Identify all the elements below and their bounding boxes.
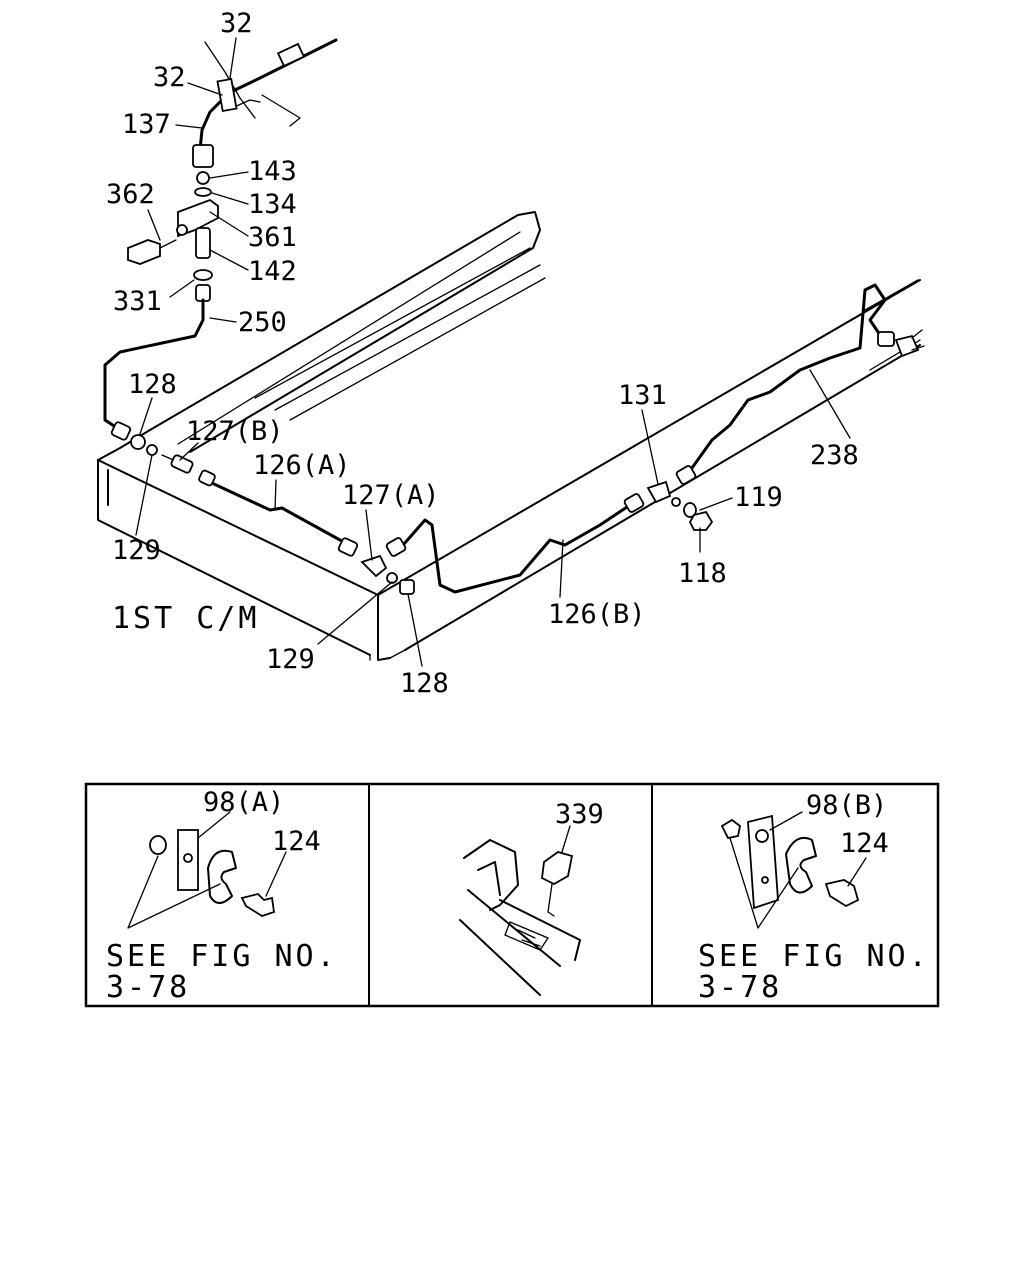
plate-98b-hole-small <box>761 876 769 884</box>
label-124-right: 124 <box>840 828 889 859</box>
pipe-126b <box>402 503 632 594</box>
inset-middle-drawing: 339 <box>459 799 604 996</box>
washer-129b <box>386 572 398 584</box>
caption-1st-cm: 1ST C/M <box>112 601 259 636</box>
pipe-250 <box>103 298 205 432</box>
connector-142 <box>195 227 211 259</box>
bolt-124-left <box>240 893 275 917</box>
label-118: 118 <box>678 558 727 589</box>
nut-128b <box>399 579 415 595</box>
hose-clamp <box>216 77 238 113</box>
label-128-lower: 128 <box>400 668 449 699</box>
frame-rail-drawing <box>97 211 921 661</box>
clip-inset-right <box>785 836 817 894</box>
washer-331 <box>193 269 213 281</box>
label-362: 362 <box>106 179 155 210</box>
label-126b: 126(B) <box>548 599 646 630</box>
plate-98b <box>747 814 779 910</box>
see-fig-left-line1: SEE FIG NO. <box>106 939 338 974</box>
plate-98b-hole <box>755 829 769 843</box>
connector-127a <box>360 554 388 578</box>
slot-plate <box>504 921 549 951</box>
pipe-nut <box>110 421 132 441</box>
pipe-238 <box>690 283 887 470</box>
upper-hose-assembly <box>103 38 338 432</box>
see-fig-left-line2: 3-78 <box>106 970 190 1005</box>
label-250: 250 <box>238 307 287 338</box>
label-137: 137 <box>122 109 171 140</box>
pipe-126b-nut <box>385 537 407 557</box>
nut-128 <box>130 434 146 450</box>
hose-clip <box>276 42 306 68</box>
bolt-362 <box>127 239 161 265</box>
label-131: 131 <box>618 380 667 411</box>
hose-end-fitting <box>192 144 214 168</box>
rear-connector <box>894 334 920 358</box>
label-142: 142 <box>248 256 297 287</box>
label-339: 339 <box>555 799 604 830</box>
pipe-126a-end <box>337 537 359 557</box>
label-129-lower: 129 <box>266 644 315 675</box>
washer-119 <box>683 502 697 518</box>
pipe-238-end <box>877 331 895 347</box>
label-128-upper: 128 <box>128 369 177 400</box>
clip-inset-left <box>207 849 237 904</box>
see-fig-right-line2: 3-78 <box>698 970 782 1005</box>
nut-118 <box>688 510 714 531</box>
plug-339 <box>541 851 574 886</box>
label-98b: 98(B) <box>806 790 887 821</box>
label-361: 361 <box>248 222 297 253</box>
label-124-left: 124 <box>272 826 321 857</box>
label-143: 143 <box>248 156 297 187</box>
pipe-126a <box>212 482 342 542</box>
washer-134 <box>194 187 212 197</box>
main-part-labels: 32 32 137 143 134 362 361 142 331 250 12… <box>106 8 859 699</box>
label-32-top: 32 <box>220 8 253 39</box>
label-331: 331 <box>113 286 162 317</box>
bracket-hole <box>176 224 188 236</box>
see-fig-right-line1: SEE FIG NO. <box>698 939 930 974</box>
connector-127b <box>170 454 194 474</box>
inset-left-drawing: 98(A) 124 SEE FIG NO. 3-78 <box>106 787 338 1005</box>
label-126a: 126(A) <box>253 450 351 481</box>
label-127a: 127(A) <box>342 480 440 511</box>
label-127b: 127(B) <box>186 416 284 447</box>
label-134: 134 <box>248 189 297 220</box>
pipe-238-nut <box>675 465 697 485</box>
bolt-124-right <box>824 879 860 908</box>
inset-frame <box>84 782 940 1008</box>
inset-panels <box>84 782 940 1008</box>
leader-lines <box>135 37 851 667</box>
connector-131 <box>646 480 672 504</box>
label-32: 32 <box>153 62 186 93</box>
washer-143 <box>196 171 210 185</box>
bracket-361 <box>177 198 219 238</box>
label-238: 238 <box>810 440 859 471</box>
nut-inset-right <box>720 818 741 840</box>
nut-inset-left <box>149 835 167 855</box>
washer-129 <box>146 444 158 456</box>
inset-right-drawing: 98(B) 124 SEE FIG NO. 3-78 <box>698 790 930 1005</box>
label-98a: 98(A) <box>203 787 284 818</box>
pipe-126b-end <box>623 493 645 513</box>
plate-hole <box>183 853 193 863</box>
right-pipe-run <box>402 283 925 594</box>
left-pipe-connections <box>110 421 415 595</box>
label-129-upper: 129 <box>112 535 161 566</box>
washer-119-a <box>671 497 681 507</box>
pipe-126a-nut <box>198 469 216 487</box>
label-119: 119 <box>734 482 783 513</box>
